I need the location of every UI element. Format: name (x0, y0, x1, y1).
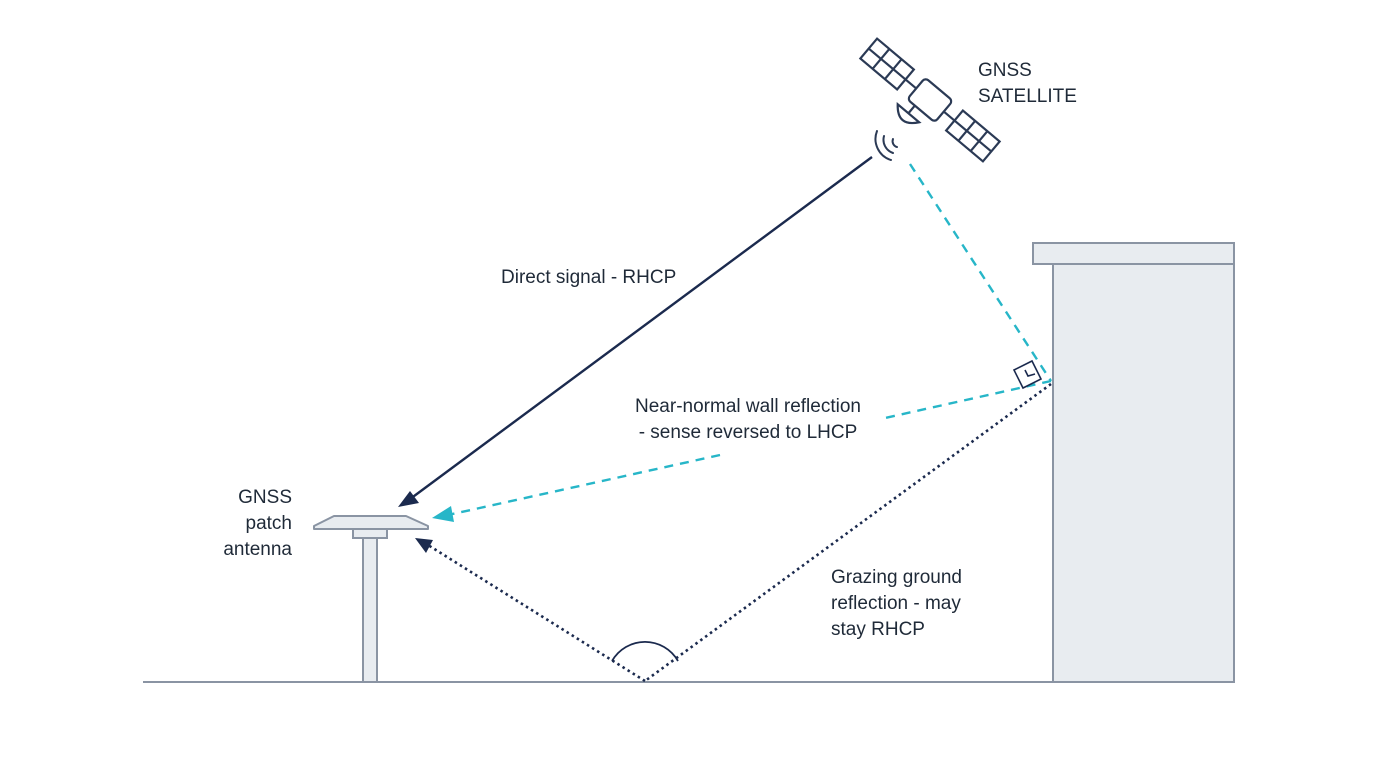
building (1032, 242, 1235, 683)
wall-reflection-ray (432, 163, 1053, 522)
wall-reflection-arrowhead (432, 506, 454, 522)
ground-reflection-ray (415, 382, 1052, 683)
patch-antenna (313, 515, 429, 683)
ground-reflection-label-line: reflection - may (831, 593, 961, 614)
antenna-label-line: antenna (223, 539, 292, 560)
direct-signal-ray (401, 156, 873, 506)
satellite-label-line: GNSS (978, 60, 1032, 81)
satellite-label-line: SATELLITE (978, 86, 1077, 107)
ground-reflection-label-line: stay RHCP (831, 619, 925, 640)
wall-reflection-label-line: - sense reversed to LHCP (638, 422, 858, 443)
wall-reflection-label: Near-normal wall reflection - sense reve… (610, 394, 886, 446)
antenna-label-line: GNSS (238, 487, 292, 508)
satellite-icon (858, 37, 1002, 163)
antenna-label-line: patch (245, 513, 292, 534)
antenna-label: GNSS patch antenna (190, 485, 292, 563)
satellite-label: GNSS SATELLITE (978, 58, 1077, 110)
wall-reflection-label-line: Near-normal wall reflection (635, 396, 861, 417)
right-angle-marker-icon (1012, 359, 1043, 390)
direct-signal-label-line: Direct signal - RHCP (501, 267, 677, 288)
signal-waves-icon (874, 130, 898, 161)
direct-signal-label: Direct signal - RHCP (501, 265, 676, 291)
angle-arc-icon (611, 640, 679, 662)
ground-reflection-arrowhead (415, 538, 433, 553)
ground-reflection-label-line: Grazing ground (831, 567, 962, 588)
ground-reflection-label: Grazing ground reflection - may stay RHC… (831, 565, 962, 643)
direct-signal-arrowhead (398, 491, 419, 507)
